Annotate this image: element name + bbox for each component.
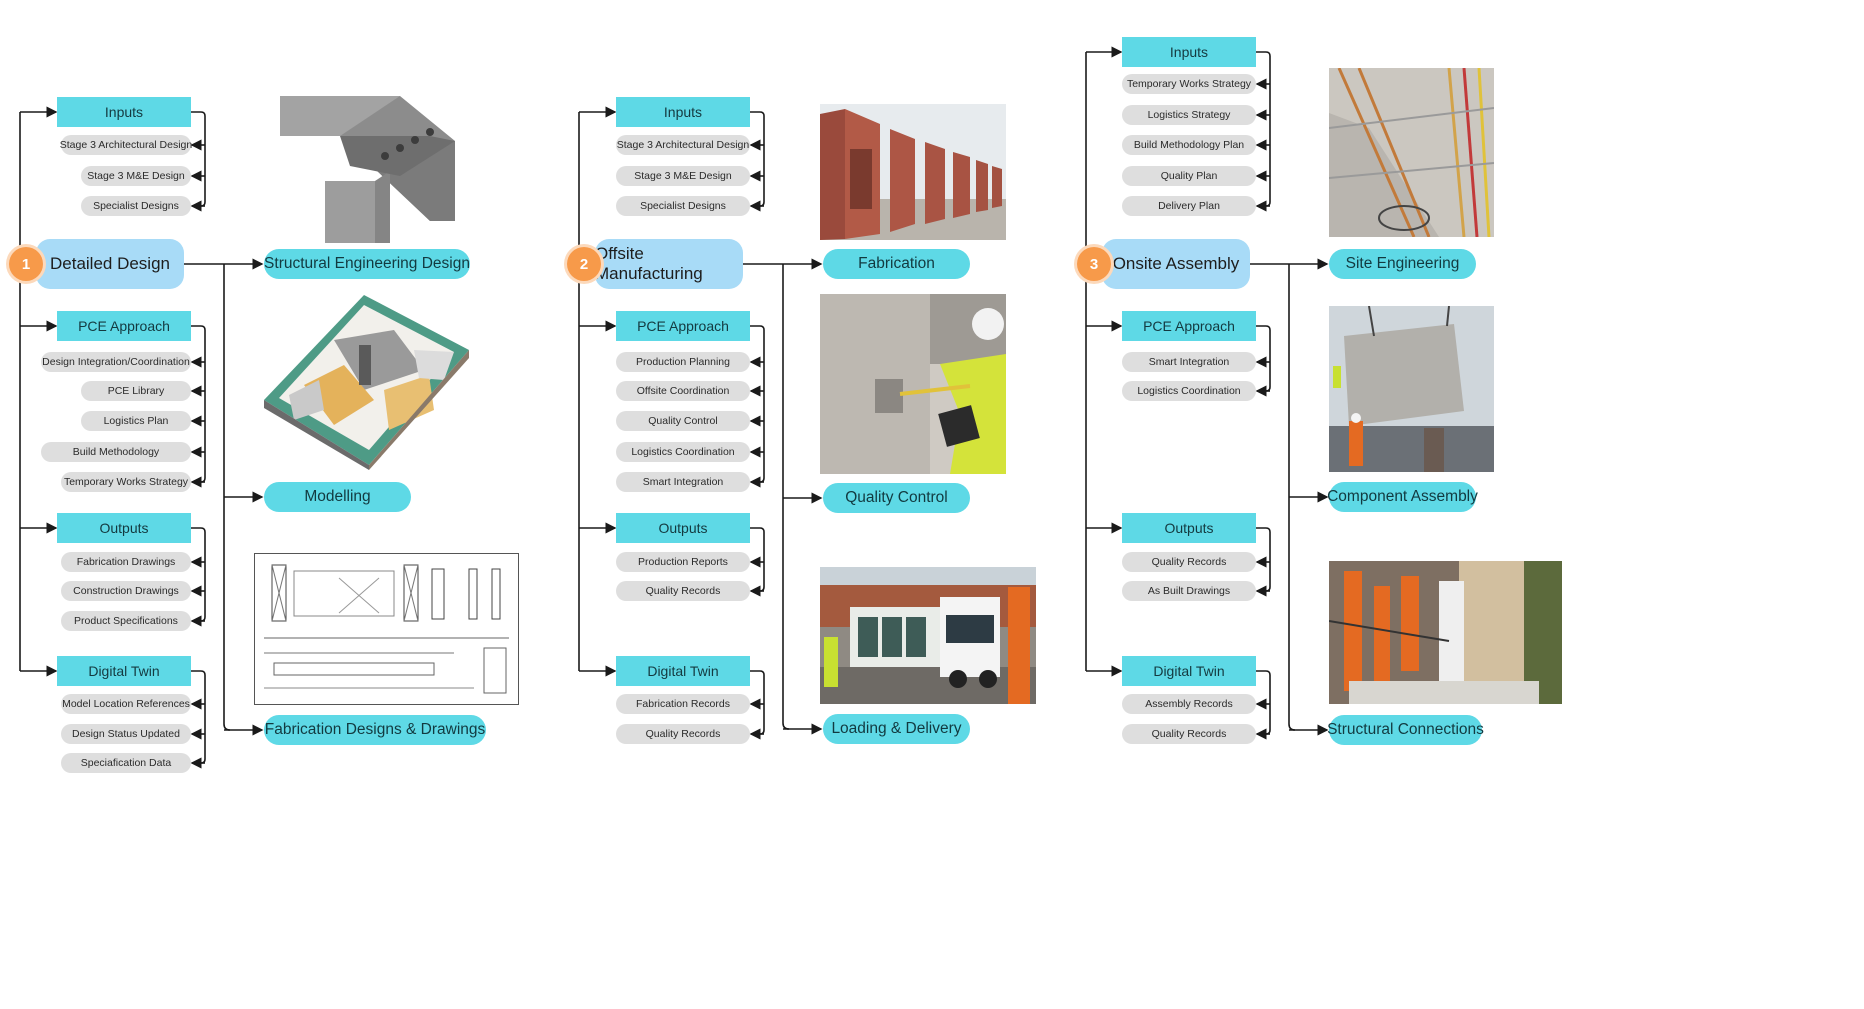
stage-1-outputs-item: Construction Drawings <box>61 581 191 601</box>
stage-2-pce-approach-item: Production Planning <box>616 352 750 372</box>
stage-3-branch-site-engineering: Site Engineering <box>1329 249 1476 279</box>
connector-line <box>750 670 765 735</box>
stage-1-pce-approach-item: Build Methodology <box>41 442 191 462</box>
stage-2-outputs-item: Quality Records <box>616 581 750 601</box>
connector-line <box>191 670 206 764</box>
stage-3-outputs-item: As Built Drawings <box>1122 581 1256 601</box>
stage-1-title: Detailed Design <box>36 239 184 289</box>
connector-line <box>750 527 765 592</box>
stage-1-digital-twin-item: Model Location References <box>61 694 191 714</box>
connector-line <box>1256 527 1271 592</box>
stage-1-branch-fabrication-designs-and-drawings: Fabrication Designs & Drawings <box>264 715 486 745</box>
stage-1-pce-approach-item: Design Integration/Coordination <box>41 352 191 372</box>
stage-2-pce-approach-item: Logistics Coordination <box>616 442 750 462</box>
stage-2-inputs-item: Stage 3 M&E Design <box>616 166 750 186</box>
stage-1-branch-modelling: Modelling <box>264 482 411 512</box>
stage-1-inputs-item: Stage 3 Architectural Design <box>60 135 192 155</box>
stage-1-photo-slab <box>280 96 455 243</box>
stage-2-pce-approach-item: Quality Control <box>616 411 750 431</box>
connector-line <box>1256 325 1271 392</box>
connector-line <box>223 264 231 731</box>
stage-3-outputs-header: Outputs <box>1122 513 1256 543</box>
stage-3-number-badge: 3 <box>1077 247 1111 281</box>
stage-3-outputs-item: Quality Records <box>1122 552 1256 572</box>
stage-1-branch-structural-engineering-design: Structural Engineering Design <box>264 249 470 279</box>
stage-2-branch-loading-and-delivery: Loading & Delivery <box>823 714 970 744</box>
connector-line <box>1256 670 1271 735</box>
stage-3-pce-approach-item: Smart Integration <box>1122 352 1256 372</box>
stage-1-pce-approach-item: Logistics Plan <box>81 411 191 431</box>
stage-3-branch-component-assembly: Component Assembly <box>1327 482 1478 512</box>
stage-1-number-badge: 1 <box>9 247 43 281</box>
stage-3-digital-twin-header: Digital Twin <box>1122 656 1256 686</box>
stage-3-photo-ceiling <box>1329 68 1494 237</box>
stage-2-number-badge: 2 <box>567 247 601 281</box>
stage-3-inputs-item: Build Methodology Plan <box>1122 135 1256 155</box>
stage-3-digital-twin-item: Quality Records <box>1122 724 1256 744</box>
stage-3-pce-approach-header: PCE Approach <box>1122 311 1256 341</box>
stage-1-pce-approach-item: Temporary Works Strategy <box>61 472 191 492</box>
stage-2-branch-fabrication: Fabrication <box>823 249 970 279</box>
stage-3-inputs-item: Temporary Works Strategy <box>1122 74 1256 94</box>
stage-2-outputs-item: Production Reports <box>616 552 750 572</box>
connector-line <box>191 111 206 207</box>
connector-line <box>1256 51 1271 207</box>
stage-1-pce-approach-item: PCE Library <box>81 381 191 401</box>
stage-1-outputs-item: Product Specifications <box>61 611 191 631</box>
stage-2-pce-approach-header: PCE Approach <box>616 311 750 341</box>
stage-1-outputs-item: Fabrication Drawings <box>61 552 191 572</box>
connector-line <box>191 325 206 483</box>
stage-1-digital-twin-header: Digital Twin <box>57 656 191 686</box>
stage-1-photo-model <box>264 290 469 470</box>
stage-2-photo-inspect <box>820 294 1006 474</box>
stage-2-outputs-header: Outputs <box>616 513 750 543</box>
stage-3-photo-workers <box>1329 561 1562 704</box>
connector-line <box>191 527 206 622</box>
stage-2-inputs-header: Inputs <box>616 97 750 127</box>
stage-3-photo-crane <box>1329 306 1494 472</box>
stage-2-digital-twin-item: Quality Records <box>616 724 750 744</box>
stage-1-inputs-item: Specialist Designs <box>81 196 191 216</box>
stage-1-digital-twin-item: Design Status Updated <box>61 724 191 744</box>
stage-2-inputs-item: Specialist Designs <box>616 196 750 216</box>
stage-2-inputs-item: Stage 3 Architectural Design <box>616 135 750 155</box>
stage-3-title: Onsite Assembly <box>1102 239 1250 289</box>
connector-line <box>750 325 765 483</box>
connector-line <box>1288 264 1296 731</box>
stage-2-digital-twin-item: Fabrication Records <box>616 694 750 714</box>
stage-1-digital-twin-item: Speciafication Data <box>61 753 191 773</box>
stage-1-outputs-header: Outputs <box>57 513 191 543</box>
stage-2-photo-brick <box>820 104 1006 240</box>
stage-3-inputs-item: Delivery Plan <box>1122 196 1256 216</box>
stage-3-inputs-item: Logistics Strategy <box>1122 105 1256 125</box>
stage-3-digital-twin-item: Assembly Records <box>1122 694 1256 714</box>
stage-2-pce-approach-item: Smart Integration <box>616 472 750 492</box>
stage-2-branch-quality-control: Quality Control <box>823 483 970 513</box>
stage-1-photo-drawing <box>254 553 519 705</box>
stage-3-pce-approach-item: Logistics Coordination <box>1122 381 1256 401</box>
stage-1-inputs-item: Stage 3 M&E Design <box>81 166 191 186</box>
connector-line <box>782 264 790 730</box>
stage-2-pce-approach-item: Offsite Coordination <box>616 381 750 401</box>
stage-2-photo-truck <box>820 567 1036 704</box>
connector-line <box>750 111 765 207</box>
stage-3-branch-structural-connections: Structural Connections <box>1327 715 1484 745</box>
stage-3-inputs-header: Inputs <box>1122 37 1256 67</box>
stage-3-inputs-item: Quality Plan <box>1122 166 1256 186</box>
stage-2-digital-twin-header: Digital Twin <box>616 656 750 686</box>
stage-1-pce-approach-header: PCE Approach <box>57 311 191 341</box>
stage-1-inputs-header: Inputs <box>57 97 191 127</box>
stage-2-title: Offsite Manufacturing <box>595 239 743 289</box>
